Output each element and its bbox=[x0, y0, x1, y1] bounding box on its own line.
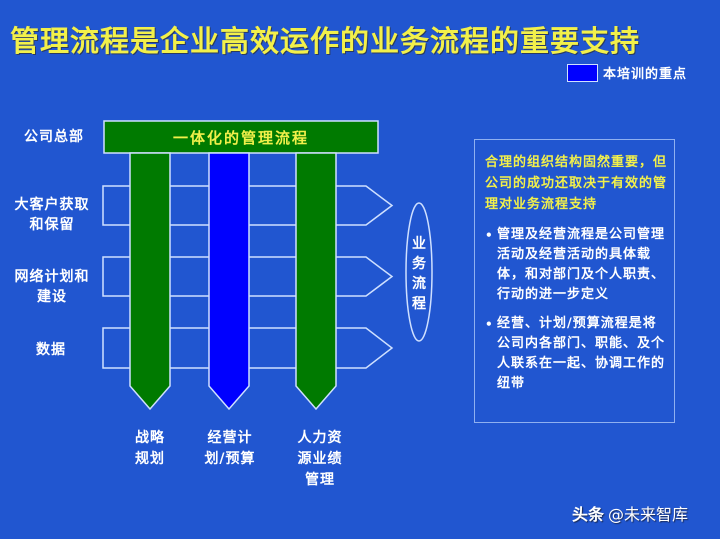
pillar-strategy bbox=[129, 152, 171, 411]
row-label-network: 网络计划和建设 bbox=[14, 269, 90, 305]
pillar-hr bbox=[295, 152, 337, 411]
pillar-label-line: 源业绩 bbox=[297, 451, 343, 467]
panel-bullet: • 经营、计划/预算流程是将公司内各部门、职能、及个人联系在一起、协调工作的纽带 bbox=[485, 314, 668, 394]
pillar-label-line: 规划 bbox=[135, 451, 165, 467]
pillar-label-line: 划/预算 bbox=[204, 451, 256, 467]
pillar-label-budget: 经营计 划/预算 bbox=[193, 428, 267, 470]
explanation-panel: 合理的组织结构固然重要，但公司的成功还取决于有效的管理对业务流程支持 • 管理及… bbox=[474, 139, 675, 423]
bullet-dot-icon: • bbox=[485, 228, 494, 242]
bullet-dot-icon: • bbox=[485, 317, 494, 331]
bp-char: 流 bbox=[412, 276, 426, 292]
bullet-text: 管理及经营流程是公司管理活动及经营活动的具体载体，和对部门及个人职责、行动的进一… bbox=[497, 227, 666, 302]
panel-bullet: • 管理及经营流程是公司管理活动及经营活动的具体载体，和对部门及个人职责、行动的… bbox=[485, 225, 668, 305]
bp-char: 程 bbox=[412, 296, 426, 312]
bp-char: 业 bbox=[412, 236, 426, 252]
watermark-brand: 头条 bbox=[572, 505, 605, 524]
panel-heading: 合理的组织结构固然重要，但公司的成功还取决于有效的管理对业务流程支持 bbox=[485, 155, 668, 212]
row-label-data: 数据 bbox=[36, 342, 66, 358]
bp-char: 务 bbox=[412, 256, 426, 272]
legend-swatch-blue bbox=[567, 63, 598, 82]
watermark-handle: @未来智库 bbox=[608, 505, 689, 524]
business-process-label: 业 务 流 程 bbox=[408, 234, 430, 314]
pillar-label-line: 经营计 bbox=[207, 430, 253, 446]
pillar-label-line: 战略 bbox=[135, 430, 165, 446]
slide-title: 管理流程是企业高效运作的业务流程的重要支持 bbox=[10, 24, 641, 58]
pillar-label-strategy: 战略 规划 bbox=[120, 428, 180, 470]
pillar-label-hr: 人力资 源业绩 管理 bbox=[285, 428, 355, 491]
legend: 本培训的重点 bbox=[567, 63, 687, 82]
pillar-label-line: 人力资 bbox=[297, 430, 343, 446]
business-process-ellipse bbox=[405, 202, 433, 342]
row-label-key-accounts: 大客户获取和保留 bbox=[14, 197, 90, 233]
bullet-text: 经营、计划/预算流程是将公司内各部门、职能、及个人联系在一起、协调工作的纽带 bbox=[497, 316, 666, 391]
watermark: 头条@未来智库 bbox=[572, 501, 688, 525]
legend-label: 本培训的重点 bbox=[603, 67, 688, 82]
integrated-management-label: 一体化的管理流程 bbox=[172, 128, 309, 147]
pillar-label-line: 管理 bbox=[305, 472, 335, 488]
pillar-budget bbox=[208, 152, 250, 411]
row-label-hq: 公司总部 bbox=[24, 129, 84, 145]
